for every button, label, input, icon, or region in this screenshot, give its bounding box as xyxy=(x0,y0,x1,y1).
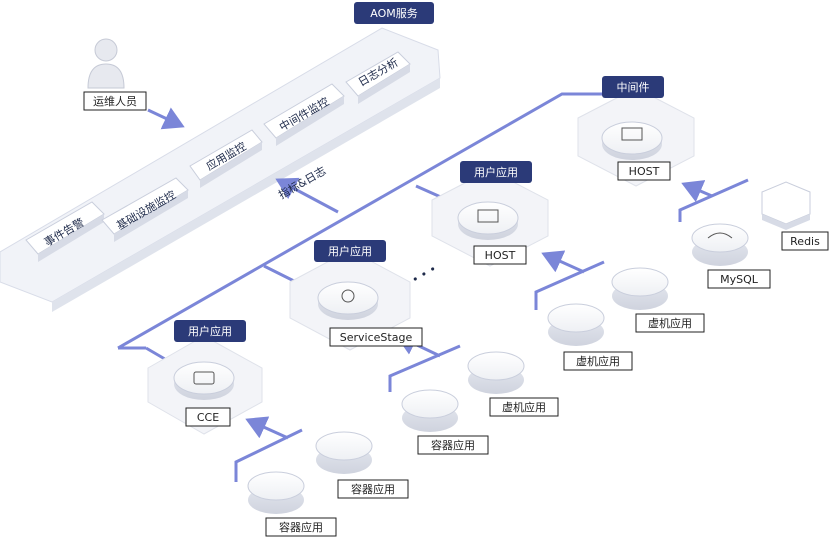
servicestage-child-container-app[interactable]: 容器应用 xyxy=(401,389,489,455)
operator-label: 运维人员 xyxy=(93,95,137,108)
middleware-child-redis[interactable]: Redis xyxy=(761,181,829,251)
child-label: 容器应用 xyxy=(431,438,475,452)
host-app-child-vm-app-1[interactable]: 虚机应用 xyxy=(611,267,705,333)
child-label: 虚机应用 xyxy=(648,316,692,330)
host-app-node[interactable] xyxy=(457,201,519,240)
cce-tag-label: 用户应用 xyxy=(188,324,232,338)
middleware-node[interactable] xyxy=(601,121,663,160)
container-icon xyxy=(193,371,215,385)
cce-node[interactable] xyxy=(173,361,235,400)
aom-title-tag xyxy=(354,2,434,24)
cce-child-container-app-1[interactable]: 容器应用 xyxy=(315,431,409,499)
module-infra-monitor[interactable]: 基础设施监控 xyxy=(101,177,189,242)
child-label: MySQL xyxy=(720,273,759,286)
servicestage-node-label: ServiceStage xyxy=(340,331,413,344)
child-label: 容器应用 xyxy=(279,520,323,534)
middleware-tag xyxy=(602,76,664,98)
cce-node-label: CCE xyxy=(197,411,219,424)
module-event-alarm[interactable]: 事件告警 xyxy=(25,201,105,262)
host-app-tag-label: 用户应用 xyxy=(474,165,518,179)
child-label: 容器应用 xyxy=(351,482,395,496)
child-label: 虚机应用 xyxy=(576,354,620,368)
servicestage-child-vm-app[interactable]: 虚机应用 xyxy=(467,351,559,417)
cce-child-container-app-2[interactable]: 容器应用 xyxy=(247,471,337,537)
host-app-child-vm-app-2[interactable]: 虚机应用 xyxy=(547,303,633,371)
user-icon xyxy=(87,38,125,89)
child-label: 虚机应用 xyxy=(502,400,546,414)
group-host-app[interactable]: 用户应用 HOST xyxy=(431,161,549,267)
group-cce[interactable]: 用户应用 CCE xyxy=(147,320,263,435)
aom-title: AOM服务 xyxy=(370,7,417,20)
middleware-child-mysql[interactable]: MySQL xyxy=(691,223,771,289)
servicestage-tag-label: 用户应用 xyxy=(328,244,372,258)
child-label: Redis xyxy=(790,235,820,248)
mysql-icon xyxy=(707,232,733,239)
aom-platform: AOM服务 事件告警 基础设施监控 应用监控 中间件监控 日志分析 xyxy=(0,2,441,312)
operator: 运维人员 xyxy=(83,38,185,130)
group-servicestage[interactable]: 用户应用 ServiceStage xyxy=(289,240,423,351)
servicestage-icon xyxy=(341,289,355,303)
server-icon xyxy=(621,127,643,141)
servicestage-tag xyxy=(314,240,386,262)
host-app-node-label: HOST xyxy=(485,249,516,262)
host-app-tag xyxy=(460,161,532,183)
servicestage-node[interactable] xyxy=(317,281,379,320)
server-icon xyxy=(477,209,499,223)
cce-tag xyxy=(174,320,246,342)
middleware-node-label: HOST xyxy=(629,165,660,178)
middleware-tag-label: 中间件 xyxy=(617,81,650,94)
group-middleware[interactable]: 中间件 HOST xyxy=(577,76,695,187)
operator-arrow xyxy=(147,107,185,130)
ellipsis: • • • xyxy=(410,262,439,286)
